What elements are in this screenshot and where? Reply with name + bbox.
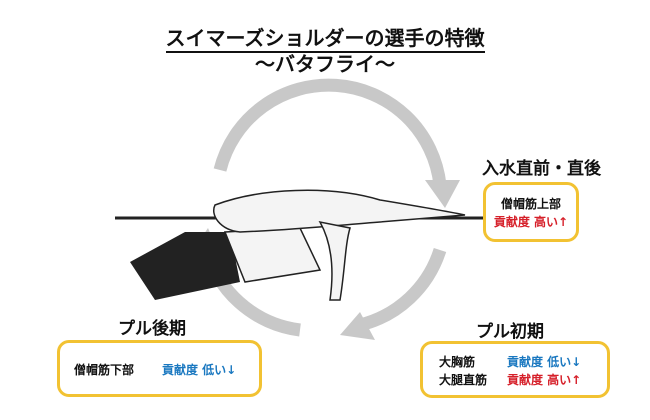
phase-label-late-pull: プル後期 bbox=[118, 319, 186, 339]
phase-label-early-pull: プル初期 bbox=[476, 322, 544, 342]
title-text: スイマーズショルダーの選手の特徴 bbox=[165, 26, 485, 53]
muscle: 大腿直筋 bbox=[439, 373, 488, 387]
row: 大胸筋 貢献度 低い↓ bbox=[439, 353, 607, 371]
info-box-entry: 僧帽筋上部 貢献度 高い↑ bbox=[483, 182, 579, 242]
row: 大腿直筋 貢献度 高い↑ bbox=[439, 371, 607, 389]
info-box-early-pull: 大胸筋 貢献度 低い↓ 大腿直筋 貢献度 高い↑ bbox=[420, 341, 610, 398]
torso bbox=[213, 189, 466, 233]
muscle: 大胸筋 bbox=[439, 355, 476, 369]
contribution-low: 貢献度 低い↓ bbox=[162, 363, 237, 377]
legs bbox=[130, 232, 240, 300]
title: スイマーズショルダーの選手の特徴 bbox=[0, 22, 650, 53]
contribution-high: 貢献度 高い↑ bbox=[493, 215, 569, 229]
contribution-low: 貢献度 低い↓ bbox=[507, 355, 582, 369]
muscle: 僧帽筋上部 bbox=[500, 197, 561, 211]
arm bbox=[318, 220, 351, 301]
phase-label-entry: 入水直前・直後 bbox=[482, 159, 601, 179]
subtitle: 〜バタフライ〜 bbox=[255, 52, 395, 76]
info-box-late-pull: 僧帽筋下部 貢献度 低い↓ bbox=[57, 340, 262, 397]
contribution-high: 貢献度 高い↑ bbox=[507, 373, 582, 387]
muscle: 僧帽筋下部 bbox=[74, 363, 135, 377]
